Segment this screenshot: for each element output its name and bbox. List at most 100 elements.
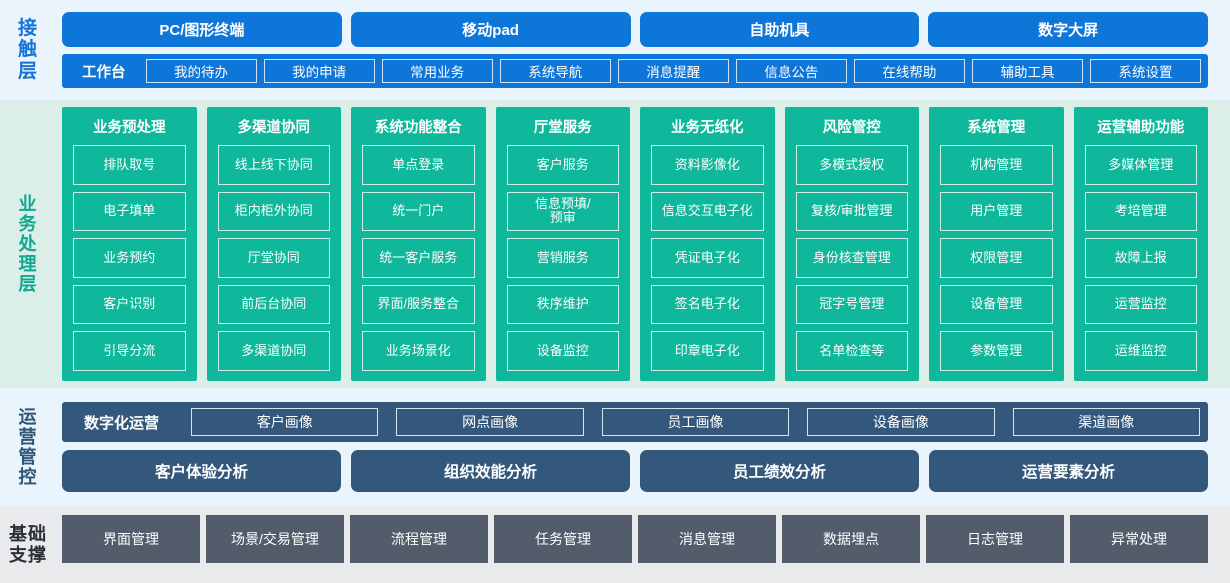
business-item[interactable]: 运维监控 bbox=[1084, 331, 1197, 371]
workbench-item-online-help[interactable]: 在线帮助 bbox=[853, 59, 965, 83]
workbench-item-system-navigation[interactable]: 系统导航 bbox=[499, 59, 611, 83]
workbench-title: 工作台 bbox=[82, 64, 126, 81]
base-card-exception-handling[interactable]: 异常处理 bbox=[1070, 515, 1208, 563]
workbench-bar: 工作台 我的待办 我的申请 常用业务 系统导航 消息提醒 信息公告 在线帮助 辅… bbox=[62, 54, 1208, 88]
layer-base-support: 基础 支撑 界面管理 场景/交易管理 流程管理 任务管理 消息管理 数据埋点 日… bbox=[0, 506, 1230, 583]
business-item[interactable]: 设备监控 bbox=[506, 331, 619, 371]
business-item[interactable]: 用户管理 bbox=[940, 191, 1053, 232]
business-item[interactable]: 厅堂协同 bbox=[217, 238, 330, 278]
business-item[interactable]: 排队取号 bbox=[73, 145, 186, 185]
layer-contact-label: 接触层 bbox=[0, 6, 56, 94]
business-item[interactable]: 引导分流 bbox=[73, 331, 186, 371]
business-column-lobby-service: 厅堂服务 客户服务 信息预填/ 预审 营销服务 秩序维护 设备监控 bbox=[495, 107, 630, 381]
portrait-item-customer[interactable]: 客户画像 bbox=[191, 408, 379, 436]
analysis-card-customer-experience[interactable]: 客户体验分析 bbox=[62, 450, 341, 492]
channel-tab-pc[interactable]: PC/图形终端 bbox=[62, 12, 342, 47]
business-item[interactable]: 秩序维护 bbox=[506, 284, 619, 325]
layer-contact: 接触层 PC/图形终端 移动pad 自助机具 数字大屏 工作台 我的待办 我的申… bbox=[0, 0, 1230, 100]
business-item[interactable]: 线上线下协同 bbox=[217, 145, 330, 185]
layer-business-label: 业务处理层 bbox=[0, 100, 56, 388]
business-column-items: 多模式授权 复核/审批管理 身份核查管理 冠字号管理 名单检查等 bbox=[795, 145, 908, 371]
business-column-preprocessing: 业务预处理 排队取号 电子填单 业务预约 客户识别 引导分流 bbox=[62, 107, 197, 381]
channel-tabs: PC/图形终端 移动pad 自助机具 数字大屏 bbox=[62, 12, 1208, 47]
business-column-system-integration: 系统功能整合 单点登录 统一门户 统一客户服务 界面/服务整合 业务场景化 bbox=[351, 107, 486, 381]
business-column-title: 风险管控 bbox=[822, 120, 881, 136]
business-column-items: 排队取号 电子填单 业务预约 客户识别 引导分流 bbox=[73, 145, 186, 371]
business-item[interactable]: 考培管理 bbox=[1084, 191, 1197, 232]
business-item[interactable]: 签名电子化 bbox=[651, 284, 764, 325]
business-column-risk-control: 风险管控 多模式授权 复核/审批管理 身份核查管理 冠字号管理 名单检查等 bbox=[784, 107, 919, 381]
business-item[interactable]: 复核/审批管理 bbox=[795, 191, 908, 232]
channel-tab-mobile-pad[interactable]: 移动pad bbox=[350, 12, 631, 47]
business-item[interactable]: 业务场景化 bbox=[362, 331, 475, 371]
business-item[interactable]: 单点登录 bbox=[362, 145, 475, 185]
business-item[interactable]: 身份核查管理 bbox=[795, 238, 908, 278]
layer-operations-body: 数字化运营 客户画像 网点画像 员工画像 设备画像 渠道画像 客户体验分析 组织… bbox=[56, 388, 1230, 506]
layer-business-label-text: 业务处理层 bbox=[18, 193, 38, 295]
portrait-item-employee[interactable]: 员工画像 bbox=[601, 408, 790, 436]
base-card-log-management[interactable]: 日志管理 bbox=[926, 515, 1064, 563]
business-item[interactable]: 冠字号管理 bbox=[795, 284, 908, 325]
business-columns: 业务预处理 排队取号 电子填单 业务预约 客户识别 引导分流 多渠道协同 线上线… bbox=[62, 107, 1208, 381]
channel-tab-self-service[interactable]: 自助机具 bbox=[639, 12, 920, 47]
portrait-item-device[interactable]: 设备画像 bbox=[807, 408, 995, 436]
business-item[interactable]: 多模式授权 bbox=[795, 145, 908, 185]
business-column-items: 单点登录 统一门户 统一客户服务 界面/服务整合 业务场景化 bbox=[362, 145, 475, 371]
business-item[interactable]: 设备管理 bbox=[940, 284, 1053, 325]
analysis-card-employee-performance[interactable]: 员工绩效分析 bbox=[640, 450, 919, 492]
layer-base-support-label: 基础 支撑 bbox=[0, 506, 56, 583]
base-card-ui-management[interactable]: 界面管理 bbox=[62, 515, 200, 563]
business-item[interactable]: 多渠道协同 bbox=[217, 331, 330, 371]
analysis-card-operation-factors[interactable]: 运营要素分析 bbox=[929, 450, 1208, 492]
workbench-item-my-todo[interactable]: 我的待办 bbox=[145, 59, 257, 83]
business-item[interactable]: 权限管理 bbox=[940, 238, 1053, 278]
layer-contact-body: PC/图形终端 移动pad 自助机具 数字大屏 工作台 我的待办 我的申请 常用… bbox=[56, 6, 1230, 94]
analysis-card-organization-efficiency[interactable]: 组织效能分析 bbox=[351, 450, 630, 492]
business-item[interactable]: 统一门户 bbox=[362, 191, 475, 232]
business-column-items: 多媒体管理 考培管理 故障上报 运营监控 运维监控 bbox=[1084, 145, 1197, 371]
business-column-title: 多渠道协同 bbox=[237, 120, 311, 136]
base-card-data-tracking[interactable]: 数据埋点 bbox=[782, 515, 920, 563]
business-item[interactable]: 名单检查等 bbox=[795, 331, 908, 371]
base-card-process-management[interactable]: 流程管理 bbox=[350, 515, 488, 563]
workbench-item-utility-tools[interactable]: 辅助工具 bbox=[971, 59, 1083, 83]
business-item[interactable]: 前后台协同 bbox=[217, 284, 330, 325]
business-item[interactable]: 电子填单 bbox=[73, 191, 186, 232]
business-item[interactable]: 资料影像化 bbox=[651, 145, 764, 185]
workbench-item-system-settings[interactable]: 系统设置 bbox=[1090, 59, 1202, 83]
business-item[interactable]: 统一客户服务 bbox=[362, 238, 475, 278]
base-card-scenario-transaction-management[interactable]: 场景/交易管理 bbox=[206, 515, 344, 563]
business-column-multichannel: 多渠道协同 线上线下协同 柜内柜外协同 厅堂协同 前后台协同 多渠道协同 bbox=[206, 107, 341, 381]
workbench-item-announcement[interactable]: 信息公告 bbox=[735, 59, 847, 83]
business-item[interactable]: 机构管理 bbox=[940, 145, 1053, 185]
business-item[interactable]: 营销服务 bbox=[506, 238, 619, 278]
business-item[interactable]: 参数管理 bbox=[940, 331, 1053, 371]
business-item[interactable]: 柜内柜外协同 bbox=[217, 191, 330, 232]
business-column-title: 业务预处理 bbox=[93, 120, 166, 136]
business-item[interactable]: 界面/服务整合 bbox=[362, 284, 475, 325]
base-card-task-management[interactable]: 任务管理 bbox=[494, 515, 632, 563]
business-item[interactable]: 信息交互电子化 bbox=[651, 191, 764, 232]
base-card-message-management[interactable]: 消息管理 bbox=[638, 515, 776, 563]
portrait-item-branch[interactable]: 网点画像 bbox=[396, 408, 584, 436]
workbench-item-message-alert[interactable]: 消息提醒 bbox=[617, 59, 729, 83]
business-column-paperless: 业务无纸化 资料影像化 信息交互电子化 凭证电子化 签名电子化 印章电子化 bbox=[640, 107, 775, 381]
channel-tab-digital-screen[interactable]: 数字大屏 bbox=[928, 12, 1208, 47]
business-item[interactable]: 凭证电子化 bbox=[651, 238, 764, 278]
business-column-system-management: 系统管理 机构管理 用户管理 权限管理 设备管理 参数管理 bbox=[929, 107, 1064, 381]
workbench-item-my-application[interactable]: 我的申请 bbox=[263, 59, 375, 83]
business-item[interactable]: 客户服务 bbox=[506, 145, 619, 185]
layer-base-support-label-line2: 支撑 bbox=[9, 544, 47, 565]
business-item[interactable]: 运营监控 bbox=[1084, 284, 1197, 325]
business-column-title: 系统功能整合 bbox=[374, 120, 462, 136]
portrait-item-channel[interactable]: 渠道画像 bbox=[1012, 408, 1200, 436]
workbench-item-common-business[interactable]: 常用业务 bbox=[381, 59, 493, 83]
business-item[interactable]: 多媒体管理 bbox=[1084, 145, 1197, 185]
business-item[interactable]: 客户识别 bbox=[73, 284, 186, 325]
business-item[interactable]: 信息预填/ 预审 bbox=[506, 191, 619, 232]
business-item[interactable]: 印章电子化 bbox=[651, 331, 764, 371]
analysis-cards: 客户体验分析 组织效能分析 员工绩效分析 运营要素分析 bbox=[62, 450, 1208, 492]
business-column-items: 线上线下协同 柜内柜外协同 厅堂协同 前后台协同 多渠道协同 bbox=[217, 145, 330, 371]
business-item[interactable]: 故障上报 bbox=[1084, 238, 1197, 278]
business-item[interactable]: 业务预约 bbox=[73, 238, 186, 278]
